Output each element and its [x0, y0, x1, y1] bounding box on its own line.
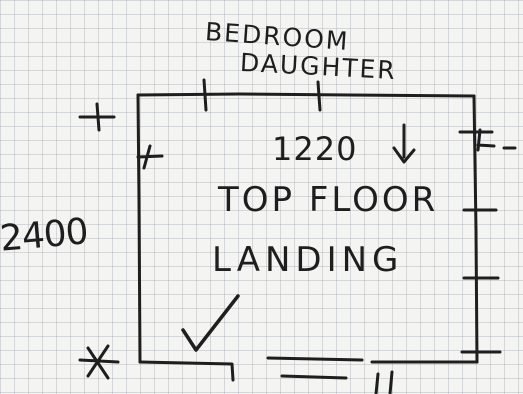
asterisk-icon [78, 344, 120, 380]
right-f-mark [476, 128, 517, 152]
top-tick-2 [316, 80, 322, 112]
check-mark-icon [181, 294, 240, 352]
title-landing: LANDING [212, 240, 404, 280]
title-top-floor: TOP FLOOR [218, 180, 439, 220]
right-wall [472, 94, 479, 364]
bottom-wall-left [138, 360, 235, 382]
down-arrow-icon [392, 123, 416, 164]
doorway-line-1 [266, 356, 364, 362]
top-tick-1 [202, 78, 208, 112]
top-wall [136, 92, 476, 98]
doorway-line-2 [280, 374, 348, 380]
left-slash-mark [136, 144, 164, 170]
width-dimension: 1220 [272, 130, 358, 168]
bottom-tick-2 [388, 370, 394, 394]
height-dimension: 2400 [0, 211, 90, 260]
left-wall [136, 93, 142, 364]
bottom-tick [374, 372, 380, 394]
left-plus-mark [78, 102, 116, 132]
